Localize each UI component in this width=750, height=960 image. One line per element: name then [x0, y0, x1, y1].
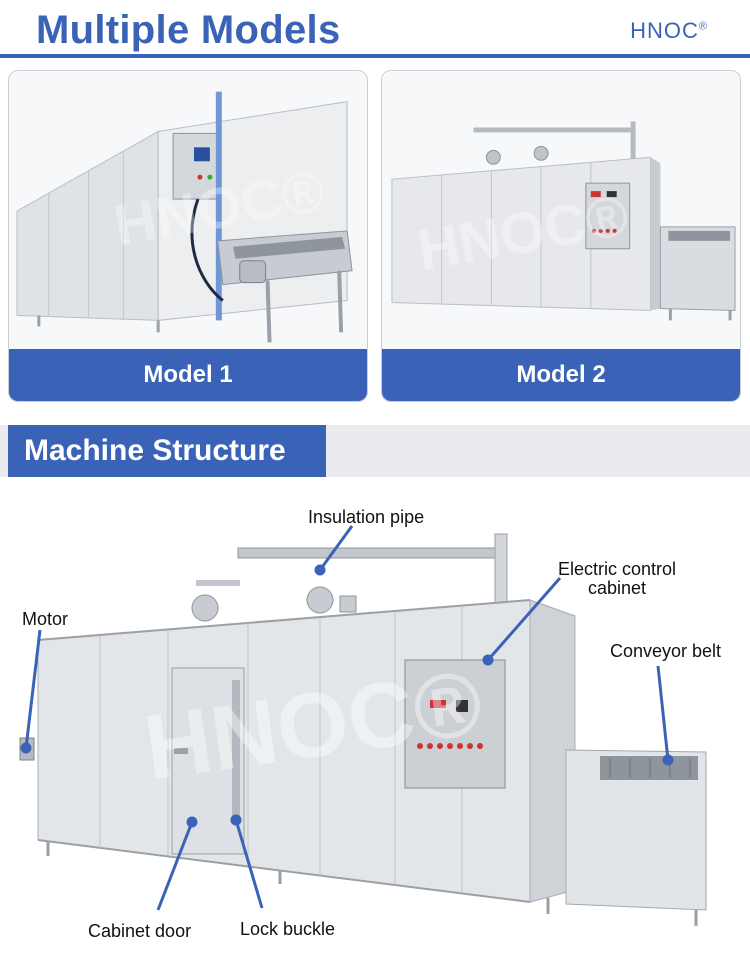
section-title: Machine Structure: [8, 425, 326, 477]
callout-insulation-pipe: Insulation pipe: [308, 507, 425, 527]
callout-lock-buckle: Lock buckle: [240, 919, 336, 939]
callout-motor: Motor: [22, 609, 69, 629]
machine-structure-image: HNOC®: [19, 525, 707, 926]
model-card-1: HNOC® Model 1: [8, 70, 368, 402]
machine-structure-diagram: HNOC® Insulation pipe Electric control c…: [0, 490, 750, 960]
brand-name: HNOC: [630, 18, 699, 43]
electric-cabinet-pointer: [486, 577, 562, 661]
model-2-label: Model 2: [382, 349, 740, 401]
brand-logo: HNOC®: [630, 18, 708, 44]
model-2-machine-image: HNOC®: [382, 71, 740, 353]
page-title: Multiple Models: [36, 8, 341, 52]
callout-electric-control-line1: Electric control: [557, 559, 677, 579]
callout-electric-control-line2: cabinet: [587, 578, 647, 598]
registered-mark: ®: [698, 20, 708, 33]
model-1-label: Model 1: [9, 349, 367, 401]
title-underline: [0, 54, 750, 58]
model-1-machine-image: HNOC®: [9, 71, 367, 353]
lock-buckle-pointer: [234, 819, 264, 909]
model-card-2: HNOC® Model 2: [381, 70, 741, 402]
page-header: Multiple Models HNOC®: [0, 0, 750, 58]
motor-pointer: [24, 629, 42, 749]
insulation-pipe-pointer: [318, 525, 354, 571]
cabinet-door-pointer: [156, 821, 194, 911]
conveyor-belt-pointer: [656, 665, 670, 761]
callout-electric-control-cabinet: Electric control cabinet: [548, 560, 686, 598]
callout-conveyor-belt: Conveyor belt: [610, 641, 722, 661]
callout-cabinet-door: Cabinet door: [88, 921, 192, 941]
